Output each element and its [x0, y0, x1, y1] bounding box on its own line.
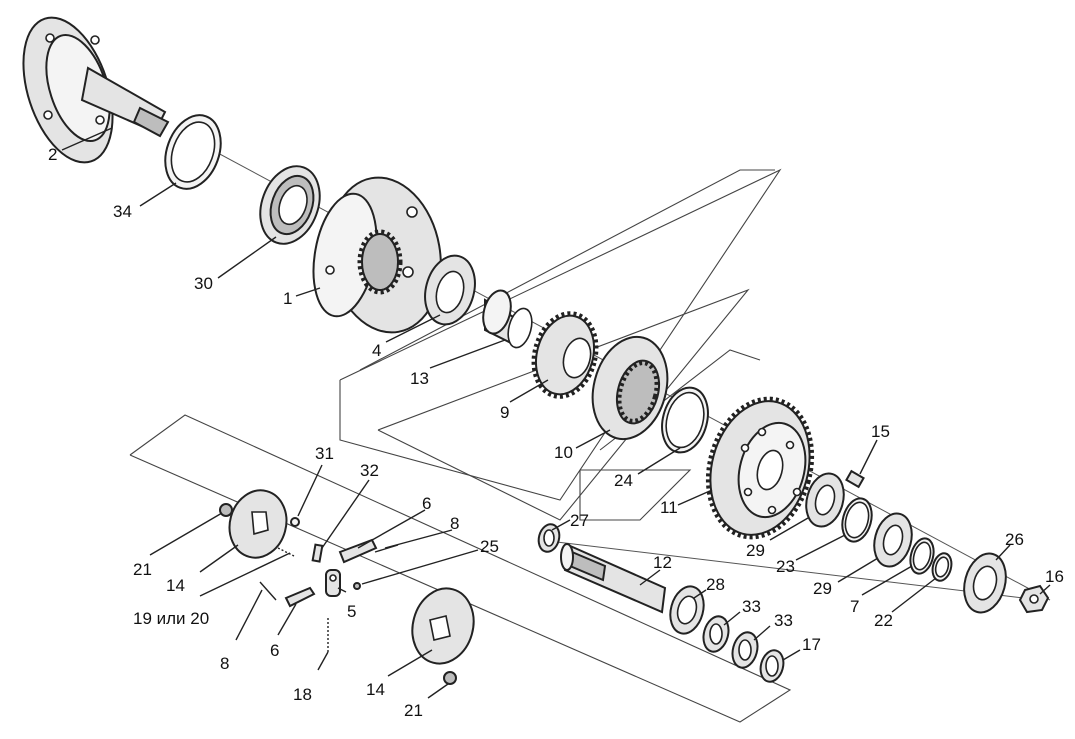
part-21-nut-a	[219, 503, 233, 517]
callout-30: 30	[194, 274, 213, 293]
callout-17: 17	[802, 635, 821, 654]
callout-6b: 6	[270, 641, 279, 660]
part-30-bearing	[259, 165, 321, 245]
callout-21a: 21	[133, 560, 152, 579]
part-19-spring	[277, 547, 295, 557]
callout-19-or-20: 19 или 20	[133, 609, 209, 628]
part-11-large-gear	[705, 396, 815, 540]
callout-27: 27	[570, 511, 589, 530]
part-33-washer-a	[702, 615, 730, 653]
part-31-ball	[290, 517, 300, 527]
callout-21b: 21	[404, 701, 423, 720]
callout-11: 11	[660, 498, 678, 517]
callout-6a: 6	[422, 494, 431, 513]
part-26-seal	[963, 552, 1007, 614]
part-8-screw-b	[259, 581, 277, 601]
callout-15: 15	[871, 422, 890, 441]
part-29-bearing-a	[805, 472, 845, 528]
callout-8b: 8	[220, 654, 229, 673]
part-7-ring	[909, 537, 935, 575]
part-12-splined-shaft	[560, 543, 667, 614]
callout-14b: 14	[366, 680, 385, 699]
part-27-bearing	[537, 523, 561, 553]
callout-18: 18	[293, 685, 312, 704]
part-22-ring	[931, 552, 953, 582]
part-6-lever-b	[284, 586, 316, 608]
part-17-ring	[759, 649, 785, 683]
part-1-carrier-housing	[312, 176, 442, 334]
callout-24: 24	[614, 471, 633, 490]
part-13-bushing	[482, 289, 533, 349]
part-9-gear	[531, 311, 599, 399]
callout-22: 22	[874, 611, 893, 630]
callout-33b: 33	[774, 611, 793, 630]
callout-23: 23	[776, 557, 795, 576]
callout-25: 25	[480, 537, 499, 556]
callout-12: 12	[653, 553, 672, 572]
part-10-ring-plate	[591, 335, 669, 441]
callout-8a: 8	[450, 514, 459, 533]
part-32-pin	[311, 543, 324, 563]
callout-5: 5	[347, 602, 356, 621]
part-5-latch	[325, 569, 341, 597]
callout-7: 7	[850, 597, 859, 616]
part-14-lock-plate-a	[228, 489, 288, 559]
part-33-washer-b	[731, 631, 759, 669]
part-2-flanged-shaft	[22, 16, 170, 164]
part-6-lever-a	[338, 538, 378, 564]
part-25-pin	[353, 582, 361, 590]
callout-14a: 14	[166, 576, 185, 595]
part-4-spacer	[424, 254, 476, 326]
part-24-snap-ring	[661, 386, 709, 454]
callout-1: 1	[283, 289, 292, 308]
callout-29b: 29	[813, 579, 832, 598]
part-29-bearing-b	[873, 512, 913, 568]
callout-10: 10	[554, 443, 573, 462]
part-28-bearing	[669, 585, 705, 635]
callout-34: 34	[113, 202, 132, 221]
part-15-bolt	[845, 469, 865, 489]
callout-2: 2	[48, 145, 57, 164]
callout-13: 13	[410, 369, 429, 388]
callout-28: 28	[706, 575, 725, 594]
callout-labels: 2 34 30 1 4 13 9 10 24 11 15 29 23 29 7 …	[48, 145, 1064, 720]
part-21-nut-b	[443, 671, 457, 685]
callout-4: 4	[372, 341, 381, 360]
callout-26: 26	[1005, 530, 1024, 549]
callout-31: 31	[315, 444, 334, 463]
part-34-ring	[164, 114, 222, 190]
leader-lines	[61, 127, 1051, 699]
callout-32: 32	[360, 461, 379, 480]
callout-16: 16	[1045, 567, 1064, 586]
callout-9: 9	[500, 403, 509, 422]
callout-33a: 33	[742, 597, 761, 616]
part-14-lock-plate-b	[411, 587, 475, 665]
callout-29a: 29	[746, 541, 765, 560]
part-23-ring	[841, 497, 873, 543]
